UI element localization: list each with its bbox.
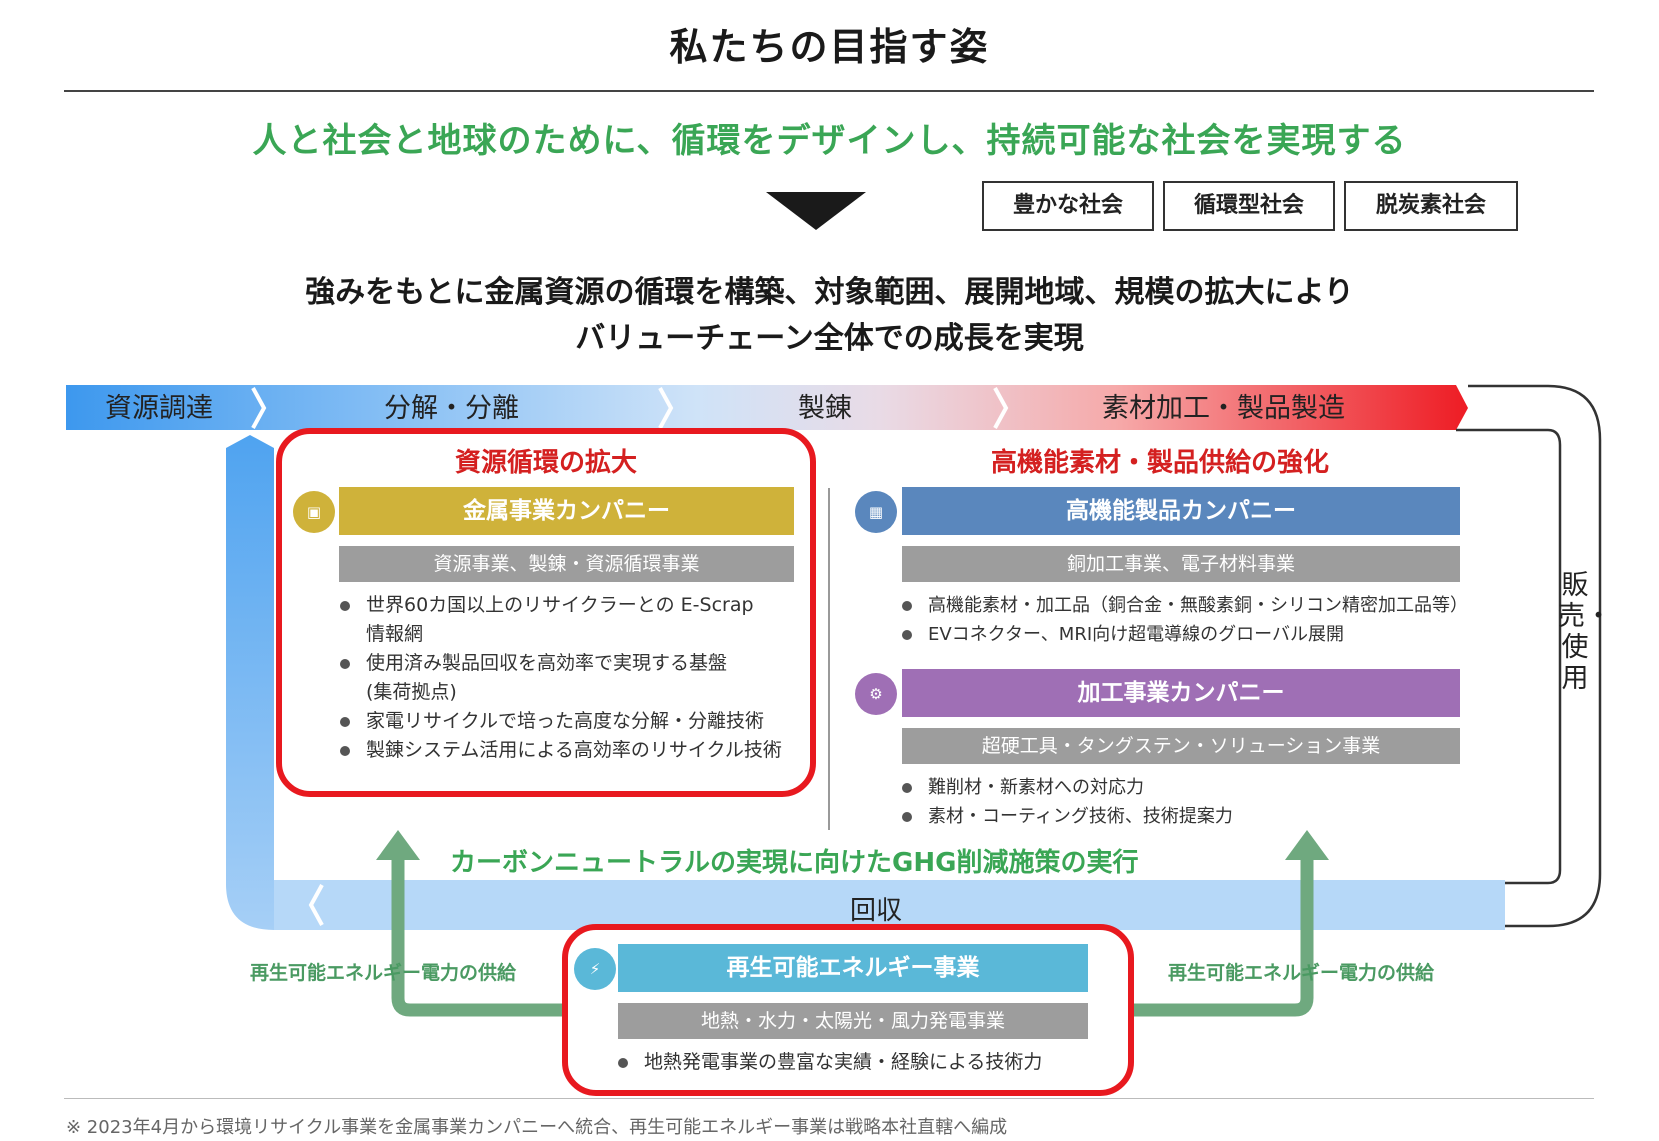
chip-icon: ▦ xyxy=(855,491,897,533)
list-item: 世界60カ国以上のリサイクラーとの E-Scrap xyxy=(334,591,804,620)
carbon-neutral-statement: カーボンニュートラルの実現に向けたGHG削減施策の実行 xyxy=(450,848,1139,878)
sales-inner-line xyxy=(1456,428,1562,885)
bullet-list-renewable: 地熱発電事業の豊富な実績・経験による技術力 xyxy=(612,1048,1092,1077)
bullet-list-advanced-products: 高機能素材・加工品（銅合金・無酸素銅・シリコン精密加工品等） EVコネクター、M… xyxy=(896,591,1496,649)
gear-icon: ⚙ xyxy=(855,673,897,715)
list-item: 素材・コーティング技術、技術提案力 xyxy=(896,802,1456,831)
strategy-line-1: 強みをもとに金属資源の循環を構築、対象範囲、展開地域、規模の拡大により xyxy=(305,275,1354,310)
supply-arrow-right xyxy=(1134,856,1314,1017)
company-bar-processing: 加工事業カンパニー xyxy=(902,669,1460,717)
business-bar-renewable: 地熱・水力・太陽光・風力発電事業 xyxy=(618,1003,1088,1039)
list-item: 地熱発電事業の豊富な実績・経験による技術力 xyxy=(612,1048,1092,1077)
footnote: ※ 2023年4月から環境リサイクル事業を金属事業カンパニーへ統合、再生可能エネ… xyxy=(66,1117,1008,1138)
recovery-band-bottom xyxy=(274,880,1505,930)
gold-bars-icon: ▣ xyxy=(293,491,335,533)
business-bar-processing: 超硬工具・タングステン・ソリューション事業 xyxy=(902,728,1460,764)
bullet-list-metals: 世界60カ国以上のリサイクラーとの E-Scrap 情報網 使用済み製品回収を高… xyxy=(334,591,804,765)
strategy-statement: 強みをもとに金属資源の循環を構築、対象範囲、展開地域、規模の拡大により バリュー… xyxy=(0,270,1659,362)
recovery-chevron xyxy=(308,884,324,926)
supply-arrow-left-head xyxy=(376,830,420,860)
strategy-line-2: バリューチェーン全体での成長を実現 xyxy=(575,321,1084,356)
stage-resource-procurement: 資源調達 xyxy=(105,393,213,424)
stage-materials-manufacturing: 素材加工・製品製造 xyxy=(1102,393,1345,424)
business-bar-advanced-products: 銅加工事業、電子材料事業 xyxy=(902,546,1460,582)
section-title-advanced-materials: 高機能素材・製品供給の強化 xyxy=(990,448,1329,478)
value-chain-band xyxy=(66,385,1468,430)
highlight-frame-left xyxy=(276,428,816,797)
stage-divider-3 xyxy=(993,387,1009,429)
list-item: 高機能素材・加工品（銅合金・無酸素銅・シリコン精密加工品等） xyxy=(896,591,1496,620)
list-item: 家電リサイクルで培った高度な分解・分離技術 xyxy=(334,707,804,736)
society-box-decarbonized: 脱炭素社会 xyxy=(1344,181,1518,231)
supply-label-right: 再生可能エネルギー電力の供給 xyxy=(1168,962,1435,984)
stage-disassembly-separation: 分解・分離 xyxy=(384,393,519,424)
sales-use-label: 販売・使用 xyxy=(1558,570,1612,694)
list-item: 使用済み製品回収を高効率で実現する基盤 xyxy=(334,649,804,678)
supply-arrow-right-head xyxy=(1285,830,1329,860)
sales-return-line xyxy=(1468,384,1602,928)
bullet-list-processing: 難削材・新素材への対応力 素材・コーティング技術、技術提案力 xyxy=(896,773,1456,831)
supply-arrow-left xyxy=(391,856,562,1017)
list-item-continuation: (集荷拠点) xyxy=(366,681,457,703)
society-box-circular: 循環型社会 xyxy=(1163,181,1335,231)
company-bar-advanced-products: 高機能製品カンパニー xyxy=(902,487,1460,535)
page-title: 私たちの目指す姿 xyxy=(669,25,990,69)
business-bar-metals: 資源事業、製錬・資源循環事業 xyxy=(339,546,794,582)
company-bar-renewable: 再生可能エネルギー事業 xyxy=(618,944,1088,992)
stage-divider-1 xyxy=(251,387,267,429)
footer-divider xyxy=(64,1098,1594,1099)
list-item: 製錬システム活用による高効率のリサイクル技術 xyxy=(334,736,804,765)
recovery-label: 回収 xyxy=(850,896,903,926)
list-item: 難削材・新素材への対応力 xyxy=(896,773,1456,802)
company-bar-metals: 金属事業カンパニー xyxy=(339,487,794,535)
list-item: EVコネクター、MRI向け超電導線のグローバル展開 xyxy=(896,620,1496,649)
society-box-rich: 豊かな社会 xyxy=(982,181,1154,231)
title-divider xyxy=(64,90,1594,92)
stage-smelting: 製錬 xyxy=(798,393,852,424)
stage-divider-2 xyxy=(658,387,674,429)
supply-label-left: 再生可能エネルギー電力の供給 xyxy=(250,962,517,984)
list-item-continuation: 情報網 xyxy=(366,623,424,645)
vision-statement: 人と社会と地球のために、循環をデザインし、持続可能な社会を実現する xyxy=(252,121,1407,161)
energy-icon: ⚡ xyxy=(574,948,616,990)
highlight-frame-bottom xyxy=(562,924,1134,1096)
down-arrow-icon xyxy=(766,192,866,230)
section-title-resource-circulation: 資源循環の拡大 xyxy=(454,448,637,478)
